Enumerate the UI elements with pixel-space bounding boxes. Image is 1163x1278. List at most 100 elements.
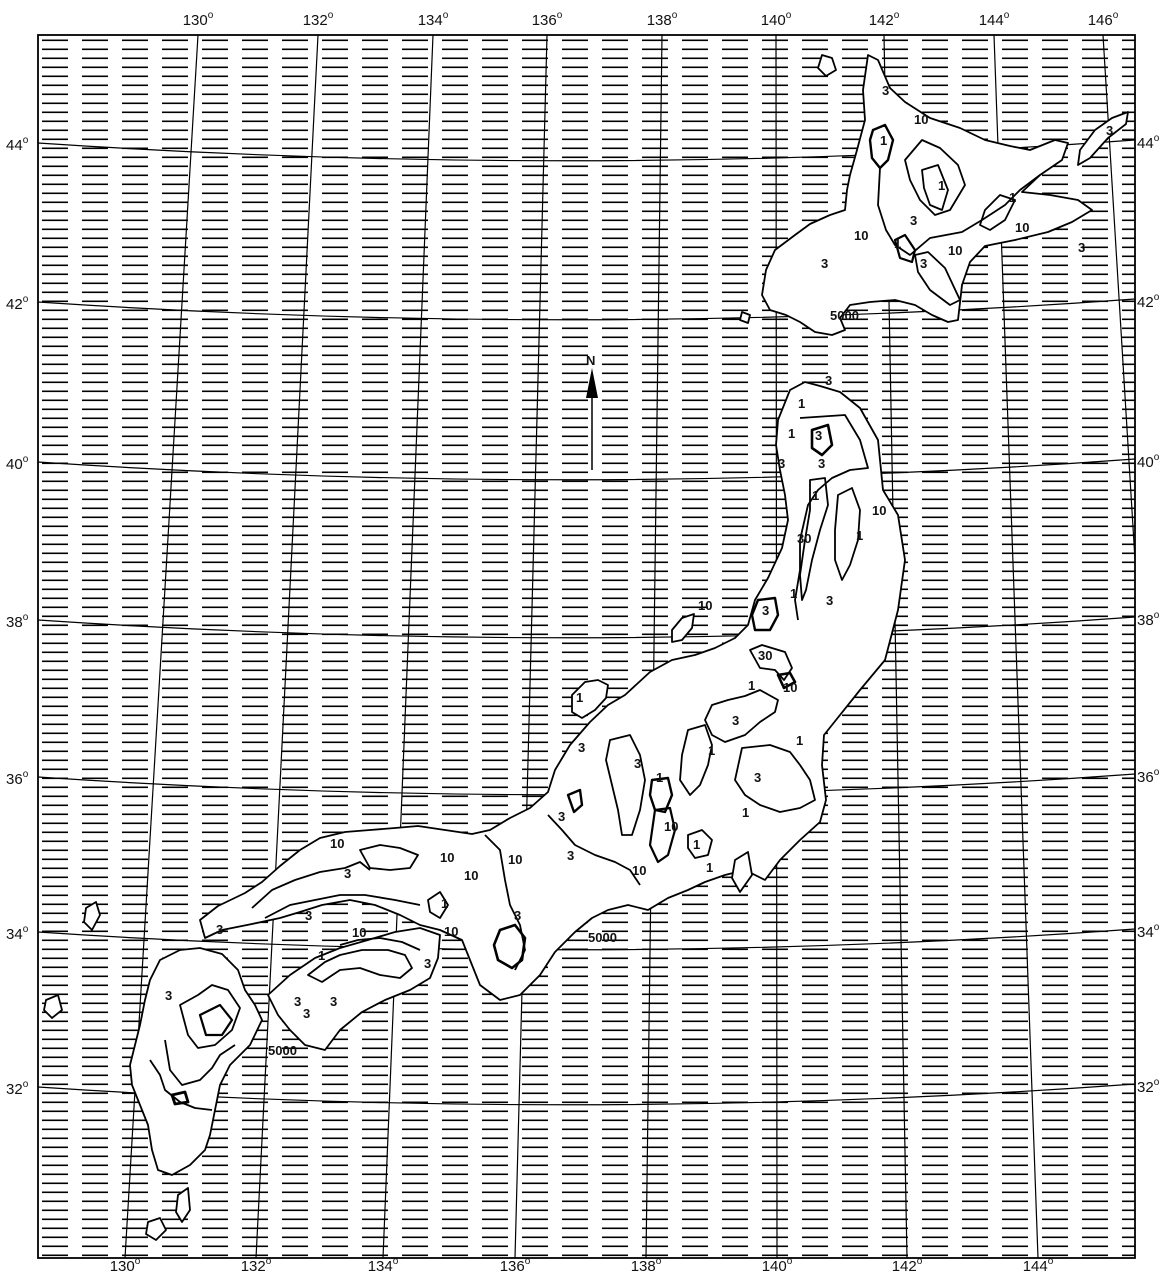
contour-label: 3: [882, 83, 889, 98]
contour-label: 10: [664, 819, 678, 834]
contour-label: 10: [948, 243, 962, 258]
depth-label: 5000: [588, 930, 617, 945]
longitude-label: 130o: [110, 1256, 141, 1273]
contour-label: 3: [826, 593, 833, 608]
contour-label: 3: [1078, 240, 1085, 255]
contour-label: 3: [762, 603, 769, 618]
contour-label: 3: [754, 770, 761, 785]
latitude-label: 42o: [6, 294, 29, 313]
degree-symbol: o: [1154, 922, 1160, 933]
meridian-136: [514, 35, 548, 1258]
contour-label: 10: [1015, 220, 1029, 235]
contour-label: 1: [790, 586, 797, 601]
degree-symbol: o: [23, 924, 29, 935]
latitude-label: 44o: [6, 135, 29, 154]
longitude-label: 130o: [183, 10, 214, 29]
contour-label: 3: [424, 956, 431, 971]
degree-symbol: o: [1048, 1256, 1054, 1267]
parallel-38: [38, 616, 1135, 639]
degree-symbol: o: [1113, 10, 1119, 21]
longitude-label: 138o: [631, 1256, 662, 1273]
contour-label: 1: [856, 528, 863, 543]
degree-symbol: o: [208, 10, 214, 21]
awaji-island: [427, 891, 449, 919]
contour-label: 3: [821, 256, 828, 271]
contour-label: 1: [880, 133, 887, 148]
contour-label: 3: [815, 428, 822, 443]
contour-label: 10: [508, 852, 522, 867]
tanegashima-island: [175, 1187, 191, 1223]
latitude-label: 38o: [1137, 610, 1160, 629]
contour-label: 1: [576, 690, 583, 705]
degree-symbol: o: [525, 1256, 531, 1267]
contour-label: 3: [578, 740, 585, 755]
degree-symbol: o: [1154, 452, 1160, 463]
contour-label: 30: [758, 648, 772, 663]
contour-label: 3: [818, 456, 825, 471]
contour-label: 30: [797, 531, 811, 546]
latitude-label: 40o: [6, 454, 29, 473]
degree-symbol: o: [894, 10, 900, 21]
contour-label: 3: [634, 756, 641, 771]
contour-label: 1: [656, 770, 663, 785]
noto-peninsula: [571, 679, 609, 719]
contour-label: 3: [330, 994, 337, 1009]
meridian-138: [645, 35, 663, 1258]
contour-label: 3: [920, 256, 927, 271]
goto-islands: [43, 994, 63, 1019]
degree-symbol: o: [328, 10, 334, 21]
contour-label: 10: [440, 850, 454, 865]
degree-symbol: o: [23, 294, 29, 305]
latitude-label: 32o: [1137, 1077, 1160, 1096]
contour-label: 3: [778, 456, 785, 471]
latitude-label: 34o: [1137, 922, 1160, 941]
contour-label: 10: [854, 228, 868, 243]
longitude-label: 144o: [979, 10, 1010, 29]
longitude-label: 144o: [1023, 1256, 1054, 1273]
degree-symbol: o: [393, 1256, 399, 1267]
contour-label: 3: [1106, 123, 1113, 138]
degree-symbol: o: [557, 10, 563, 21]
degree-symbol: o: [1154, 767, 1160, 778]
degree-symbol: o: [23, 135, 29, 146]
contour-label: 10: [632, 863, 646, 878]
longitude-label: 138o: [647, 10, 678, 29]
latitude-label: 38o: [6, 612, 29, 631]
contour-label: 1: [708, 743, 715, 758]
contour-label: 3: [305, 908, 312, 923]
contour-label: 10: [444, 924, 458, 939]
contour-label: 10: [330, 836, 344, 851]
latitude-label: 36o: [1137, 767, 1160, 786]
contour-label: 10: [783, 680, 797, 695]
izu-peninsula: [731, 851, 753, 893]
contour-label: 3: [294, 994, 301, 1009]
yakushima-island: [145, 1217, 167, 1241]
contour-label: 10: [914, 112, 928, 127]
latitude-label: 44o: [1137, 133, 1160, 152]
longitude-label: 132o: [241, 1256, 272, 1273]
contour-label: 10: [464, 868, 478, 883]
sado-island: [671, 613, 695, 643]
meridian-134: [382, 35, 434, 1258]
degree-symbol: o: [443, 10, 449, 21]
contour-label: 1: [938, 178, 945, 193]
degree-symbol: o: [917, 1256, 923, 1267]
contour-label: 1: [798, 396, 805, 411]
degree-symbol: o: [1154, 133, 1160, 144]
degree-symbol: o: [23, 1079, 29, 1090]
contour-label: 10: [872, 503, 886, 518]
parallel-34: [38, 928, 1135, 951]
degree-symbol: o: [135, 1256, 141, 1267]
tsushima-island: [83, 901, 101, 931]
longitude-label: 136o: [500, 1256, 531, 1273]
contour-label: 1: [748, 678, 755, 693]
degree-symbol: o: [656, 1256, 662, 1267]
longitude-label: 142o: [892, 1256, 923, 1273]
longitude-label: 136o: [532, 10, 563, 29]
